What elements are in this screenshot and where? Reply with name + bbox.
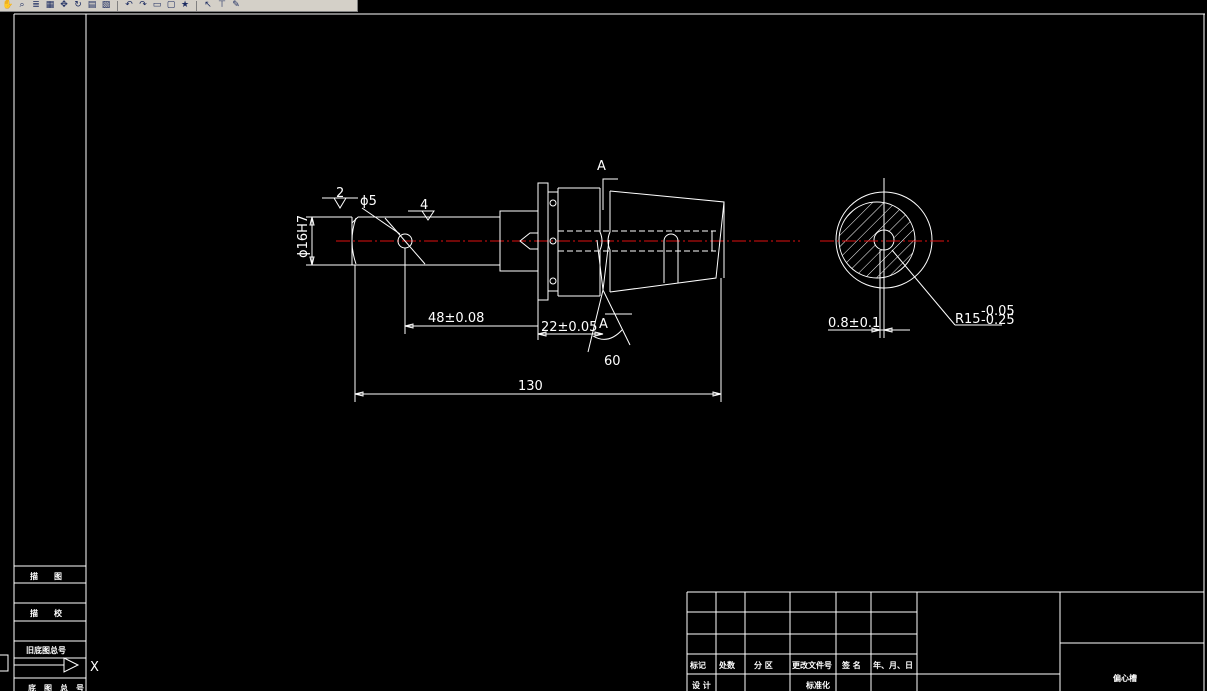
toolbar-separator — [196, 0, 197, 11]
dim-radius: R15 — [955, 312, 981, 327]
header-date: 年、月、日 — [873, 660, 913, 670]
dim-22: 22±0.05 — [541, 320, 597, 335]
match-properties-icon[interactable]: ▧ — [101, 0, 111, 10]
layer-icon[interactable]: ≣ — [32, 0, 40, 10]
zoom-icon[interactable]: ⌕ — [19, 0, 25, 10]
left-block-row4: 底 图 总 号 — [27, 683, 84, 691]
section-view: 0.8±0.1 R15 -0.05 -0.25 — [820, 178, 1015, 338]
dim-offset: 0.8±0.1 — [828, 316, 880, 331]
hole-diameter-label: ϕ5 — [360, 194, 377, 209]
grid-icon[interactable]: ▦ — [45, 0, 55, 10]
front-view: A A — [336, 159, 800, 332]
header-signature: 签 名 — [841, 660, 861, 670]
finish-right-value: 4 — [420, 198, 428, 213]
header-zone: 分 区 — [754, 660, 773, 670]
left-block-row2: 描 校 — [30, 608, 63, 618]
undo-icon[interactable]: ↶ — [125, 0, 133, 10]
dim-angle: 60 — [604, 354, 621, 369]
section-label-a: A — [597, 159, 606, 174]
dim-radius-tol-upper: -0.05 — [981, 304, 1015, 319]
redo-icon[interactable]: ↷ — [139, 0, 147, 10]
left-title-block: 描 图 描 校 旧底图总号 底 图 总 号 X — [0, 565, 99, 691]
move-icon[interactable]: ✥ — [60, 0, 68, 10]
toolbar-separator — [117, 0, 118, 11]
paint-icon[interactable]: ✎ — [232, 0, 240, 10]
left-block-row1: 描 图 — [30, 571, 62, 581]
select-icon[interactable]: ▢ — [166, 0, 176, 10]
header-count: 处数 — [718, 660, 736, 670]
row-standard: 标准化 — [805, 680, 830, 690]
header-change-doc: 更改文件号 — [792, 660, 832, 670]
ucs-x-label: X — [90, 660, 99, 675]
dim-48: 48±0.08 — [428, 311, 484, 326]
front-view-dimensions: ϕ16H7 48±0.08 22±0.05 60 130 — [296, 215, 722, 402]
cursor-icon[interactable]: ⊤ — [218, 0, 226, 10]
dim-radius-tol-lower: -0.25 — [981, 313, 1015, 328]
section-label-a-lower: A — [599, 317, 608, 332]
row-design: 设 计 — [692, 680, 711, 690]
title-block: 标记 处数 分 区 更改文件号 签 名 年、月、日 设 计 标准化 偏心槽 — [686, 591, 1204, 691]
left-block-row3: 旧底图总号 — [26, 645, 66, 655]
surface-finish-marks: 2 4 ϕ5 — [322, 186, 435, 235]
window-icon[interactable]: ▭ — [152, 0, 162, 10]
shaft-diameter-label: ϕ16H7 — [296, 215, 311, 258]
star-icon[interactable]: ★ — [180, 0, 190, 10]
part-name: 偏心槽 — [1113, 673, 1137, 683]
header-mark: 标记 — [689, 660, 706, 670]
rotate-icon[interactable]: ↻ — [74, 0, 82, 10]
pointer-icon[interactable]: ↖ — [204, 0, 212, 10]
table-icon[interactable]: ▤ — [87, 0, 97, 10]
pan-icon[interactable]: ✋ — [2, 0, 14, 10]
finish-left-value: 2 — [336, 186, 344, 201]
dim-overall: 130 — [518, 379, 543, 394]
drawing-frame — [13, 13, 1205, 691]
drawing-toolbar: ✋ ⌕ ≣ ▦ ✥ ↻ ▤ ▧ ↶ ↷ ▭ ▢ ★ ↖ ⊤ ✎ — [0, 0, 358, 12]
